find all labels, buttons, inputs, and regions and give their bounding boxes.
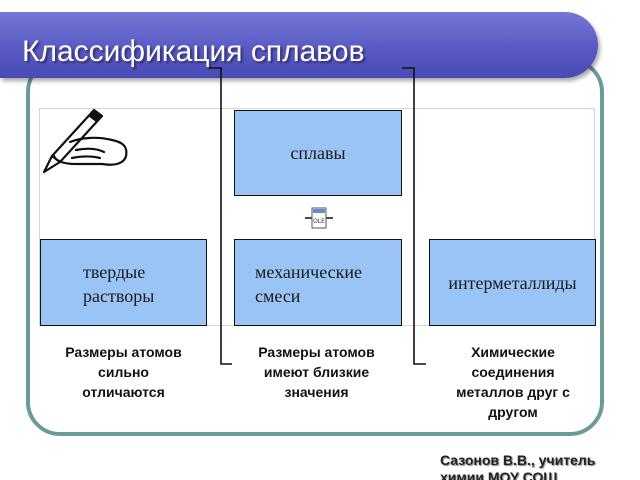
description-line: сильно <box>98 364 149 380</box>
title-banner: Классификация сплавов <box>0 12 598 78</box>
writing-hand-icon <box>42 108 128 174</box>
category-label-line: механические <box>255 262 363 282</box>
slide-title: Классификация сплавов <box>22 35 365 68</box>
description-line: Химические <box>471 344 555 360</box>
svg-text:OLE: OLE <box>313 218 325 225</box>
description-mechanical-mixtures: Размеры атомов имеют близкие значения <box>234 342 399 402</box>
description-line: имеют близкие <box>263 364 370 380</box>
ole-object-icon[interactable]: OLE <box>305 206 333 230</box>
root-node-label: сплавы <box>290 143 346 163</box>
description-intermetallics: Химические соединения металлов друг с др… <box>425 342 601 422</box>
description-line: отличаются <box>82 384 165 400</box>
category-label-line: твердые <box>83 262 146 282</box>
description-line: значения <box>284 384 349 400</box>
description-solid-solutions: Размеры атомов сильно отличаются <box>40 342 207 402</box>
category-label-line: растворы <box>83 286 155 306</box>
description-line: Размеры атомов <box>258 344 375 360</box>
category-mechanical-mixtures: механические смеси <box>234 239 402 326</box>
category-label-line: смеси <box>255 286 301 306</box>
author-line: Сазонов В.В., учитель <box>440 452 596 468</box>
root-node-alloys: сплавы <box>234 110 402 196</box>
description-line: другом <box>488 404 538 420</box>
author-line: химии МОУ СОШ <box>440 469 558 480</box>
description-line: металлов друг с <box>456 384 570 400</box>
author-credit: Сазонов В.В., учитель химии МОУ СОШ <box>440 452 640 480</box>
category-solid-solutions: твердые растворы <box>40 239 207 326</box>
category-intermetallics: интерметаллиды <box>429 239 596 326</box>
category-label-line: интерметаллиды <box>448 272 577 293</box>
description-line: Размеры атомов <box>65 344 182 360</box>
description-line: соединения <box>471 364 555 380</box>
